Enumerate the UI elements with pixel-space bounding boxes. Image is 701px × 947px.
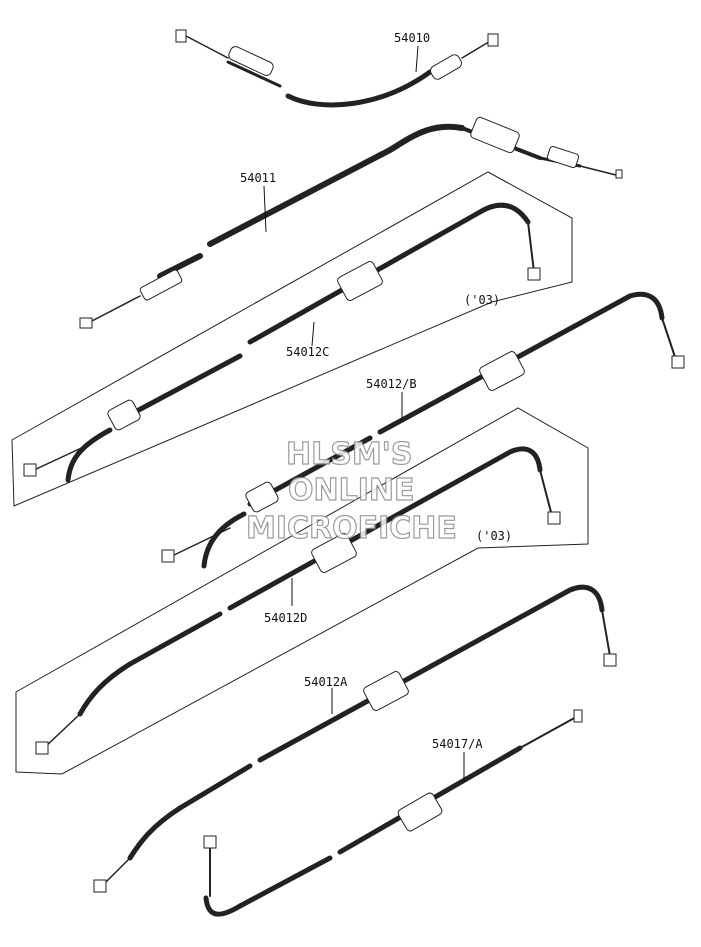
part-label-54017A[interactable]: 54017/A xyxy=(432,737,483,751)
cable-54017A[interactable] xyxy=(203,709,583,917)
watermark-line-3: MICROFICHE xyxy=(246,511,457,546)
leader-54012C xyxy=(311,321,315,347)
part-label-54012A[interactable]: 54012A xyxy=(304,675,348,689)
part-label-54010[interactable]: 54010 xyxy=(394,31,430,45)
cable-54012B[interactable] xyxy=(161,291,685,569)
cable-54010[interactable] xyxy=(175,29,499,108)
leader-54011 xyxy=(263,185,267,233)
watermark-line-2: ONLINE xyxy=(288,473,415,508)
part-label-54012D[interactable]: 54012D xyxy=(264,611,307,625)
group-box-54012D xyxy=(15,407,589,775)
cable-54012D[interactable] xyxy=(35,446,561,755)
year-note-1: ('03) xyxy=(464,293,500,307)
cable-54012C[interactable] xyxy=(23,202,541,483)
watermark-line-1: HLSM'S xyxy=(286,437,412,472)
part-label-54012B[interactable]: 54012/B xyxy=(366,377,417,391)
group-box-54012C xyxy=(11,171,573,507)
cable-54012A[interactable] xyxy=(93,584,617,893)
cable-54011[interactable] xyxy=(79,116,623,329)
year-note-2: ('03) xyxy=(476,529,512,543)
leader-54010 xyxy=(415,45,419,73)
part-label-54012C[interactable]: 54012C xyxy=(286,345,329,359)
part-label-54011[interactable]: 54011 xyxy=(240,171,276,185)
